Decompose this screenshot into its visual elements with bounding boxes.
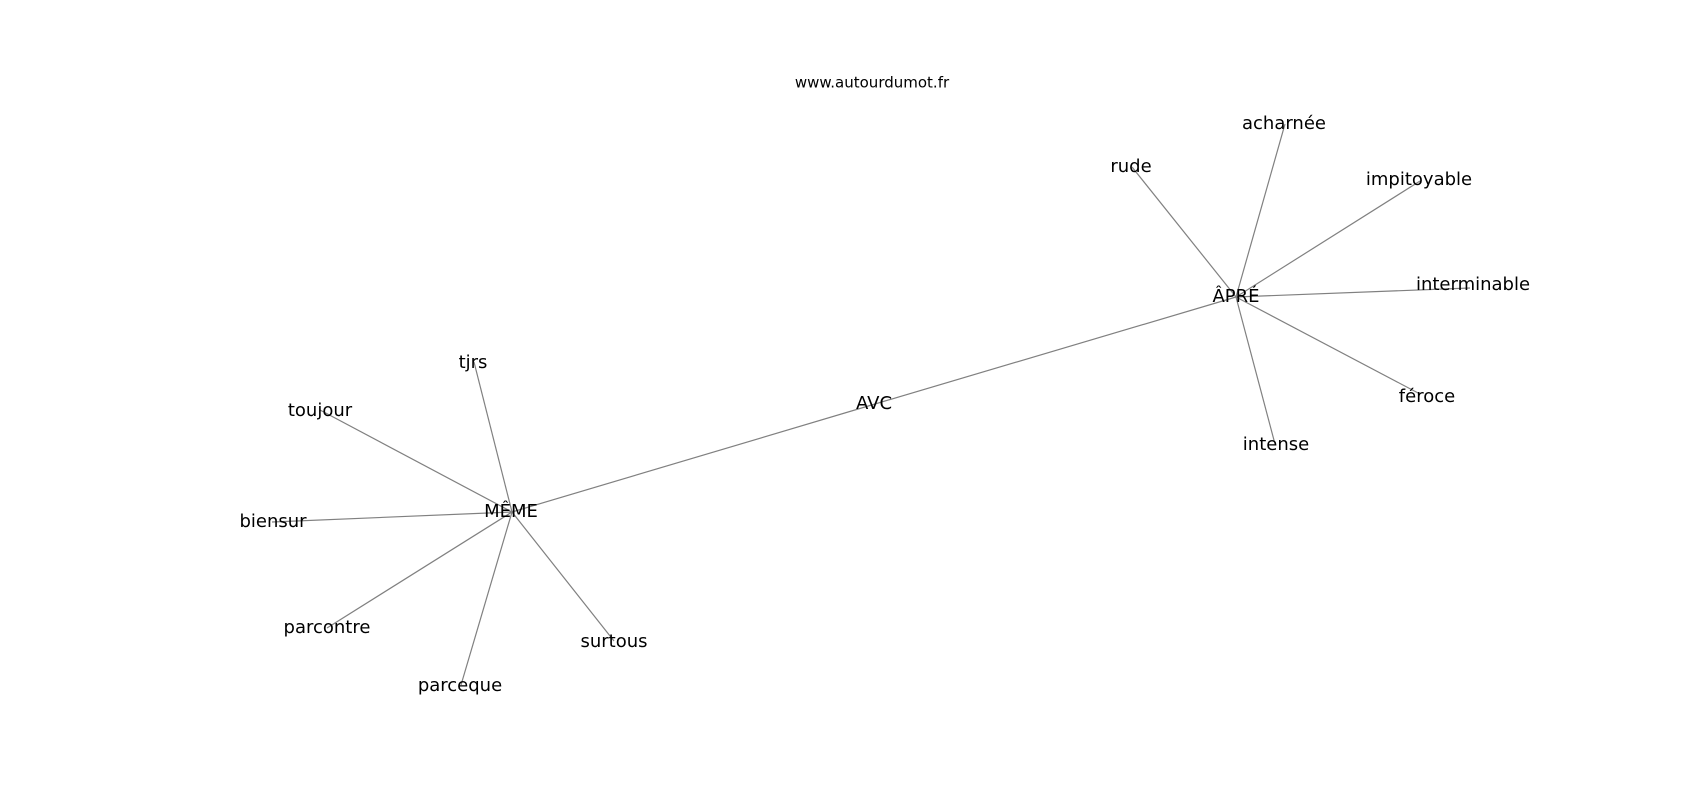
edge-center-hub-1 (511, 403, 876, 513)
edge-hub1-toujour (319, 409, 513, 513)
leaf-node-label: acharnée (1242, 113, 1326, 134)
leaf-node-label: parceque (418, 675, 502, 696)
leaf-node-label: parcontre (284, 617, 371, 638)
edge-hub1-biensur (271, 511, 513, 523)
leaf-node-label: interminable (1416, 274, 1530, 295)
edge-hub0-interminable (1235, 287, 1471, 298)
leaf-node-label: tjrs (459, 352, 488, 373)
edge-hub1-surtous (511, 511, 615, 642)
hub-node-label: MÊME (484, 500, 538, 522)
edge-hub0-impitoyable (1235, 180, 1421, 298)
leaf-node-label: intense (1243, 434, 1309, 455)
edge-hub0-feroce (1235, 296, 1421, 395)
edge-hub1-parceque (460, 511, 513, 686)
edge-hub0-intense (1235, 296, 1276, 445)
edge-center-hub-0 (874, 296, 1237, 405)
center-node-label: AVC (856, 393, 892, 414)
edge-hub0-acharnee (1235, 123, 1286, 298)
leaf-node-label: féroce (1399, 386, 1455, 407)
edge-hub0-rude (1131, 166, 1237, 298)
leaf-node-label: impitoyable (1366, 169, 1472, 190)
leaf-node-label: rude (1110, 156, 1151, 177)
edge-hub1-tjrs (473, 361, 513, 513)
edge-hub1-parcontre (326, 511, 513, 629)
leaf-node-label: biensur (239, 511, 307, 532)
labels-layer: www.autourdumot.fr AVC ÂPRÉ rude acharné… (239, 74, 1530, 697)
edges-layer (271, 123, 1471, 686)
leaf-node-label: toujour (288, 400, 353, 421)
site-label: www.autourdumot.fr (795, 74, 950, 92)
hub-node-label: ÂPRÉ (1212, 285, 1259, 307)
leaf-node-label: surtous (580, 631, 647, 652)
